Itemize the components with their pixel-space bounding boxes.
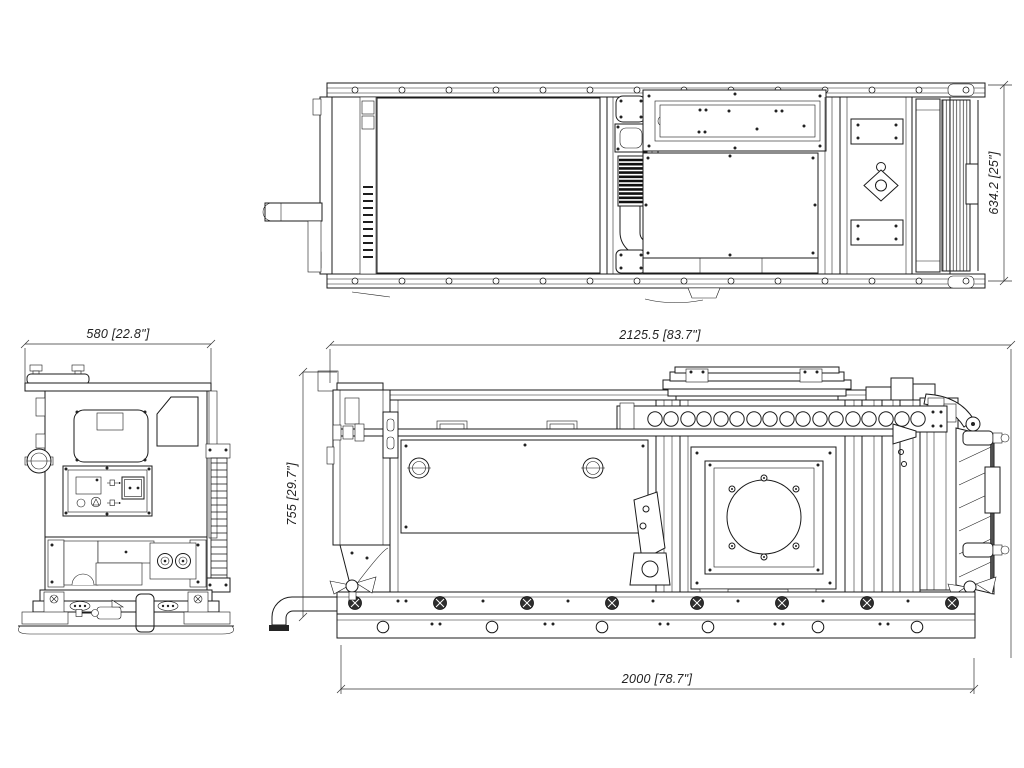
dim-label-width: 580 [22.8"]	[86, 327, 150, 341]
control-panel	[62, 465, 153, 517]
drain-pipe	[269, 596, 338, 631]
bottom-rail	[326, 273, 986, 289]
front-view	[18, 364, 234, 635]
front-base-skid	[18, 589, 234, 635]
mid-panel	[642, 152, 819, 259]
radiator-core-top	[941, 99, 979, 272]
lifting-handle	[26, 364, 90, 385]
dimension-depth: 634.2 [25"]	[987, 80, 1012, 286]
access-panel	[73, 409, 149, 463]
duct-corrugation	[619, 158, 643, 204]
support-bracket	[629, 491, 671, 586]
dim-label-overall-length: 2125.5 [83.7"]	[618, 328, 701, 342]
tie-rod	[332, 411, 917, 467]
hinge-hatch	[363, 185, 373, 259]
door-latch	[407, 457, 431, 479]
service-door	[400, 420, 649, 534]
base-skid	[269, 576, 976, 639]
fan-housing	[690, 446, 837, 596]
bottom-bracket	[687, 287, 721, 299]
fan-opening	[726, 479, 802, 555]
corner-panel	[156, 396, 199, 447]
power-connectors	[149, 542, 197, 580]
side-view	[269, 366, 1010, 639]
dimension-height: 755 [29.7"]	[285, 367, 337, 622]
door-latch	[581, 457, 605, 479]
coolant-fitting	[962, 430, 1010, 446]
dimension-overall-length: 2125.5 [83.7"]	[325, 328, 1016, 658]
dim-label-skid-length: 2000 [78.7"]	[621, 672, 693, 686]
dimension-skid-length: 2000 [78.7"]	[336, 645, 979, 694]
coolant-fitting	[962, 542, 1010, 558]
radiator-side-strip	[205, 390, 231, 593]
engine-mount-plates	[850, 118, 904, 246]
top-view	[262, 82, 986, 304]
dim-label-height: 755 [29.7"]	[285, 462, 299, 526]
toggle-switch	[107, 479, 121, 506]
wing-valve	[329, 576, 377, 601]
roof-panel-blank	[376, 97, 601, 274]
center-bracket	[135, 593, 155, 633]
perforated-bar	[616, 402, 948, 436]
dimension-width: 580 [22.8"]	[20, 327, 216, 383]
drain-valve	[75, 599, 125, 620]
button	[76, 498, 86, 508]
display	[75, 476, 102, 495]
left-end-housing	[332, 389, 391, 546]
mounting-flange	[984, 466, 1001, 514]
dim-label-depth: 634.2 [25"]	[987, 151, 1001, 215]
door-latch-front	[24, 448, 54, 474]
exhaust-pipe-outlet	[262, 202, 323, 222]
lower-frame	[44, 536, 208, 591]
exhaust-rain-cap	[662, 366, 852, 406]
vent-panel	[642, 89, 827, 152]
top-lid	[24, 382, 212, 392]
